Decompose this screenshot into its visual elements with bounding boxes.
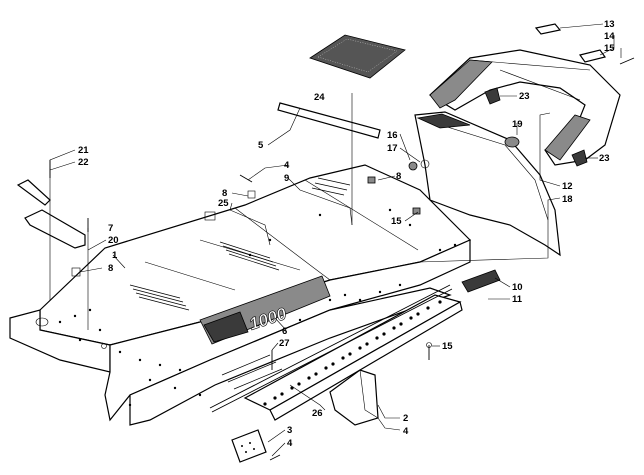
callout-16: 16 [387,130,398,141]
leader-lines [49,23,622,457]
callout-26: 26 [312,408,323,419]
callout-13: 13 [604,19,615,30]
rivet-dots [58,208,457,407]
callout-7: 7 [108,223,113,234]
callout-3: 3 [287,425,292,436]
callout-21: 21 [78,145,89,156]
rod [209,284,453,413]
rear-bumper [429,49,621,166]
callout-10: 10 [512,282,523,293]
tunnel-body [9,164,472,426]
callout-14: 14 [604,31,615,42]
reflector-13 [534,23,562,35]
callout-23: 23 [519,91,530,102]
tunnel-hatching [129,177,351,390]
callout-19: 19 [512,119,523,130]
callout-4: 4 [403,426,409,437]
model-decal: 1000 [199,275,331,345]
callout-25: 25 [218,198,229,209]
callout-15: 15 [391,216,402,227]
callout-5: 5 [258,140,264,151]
callout-8: 8 [108,263,113,274]
callout-labels: 13 14 15 24 23 5 19 16 17 23 21 22 4 9 8… [78,19,615,449]
latch-23b [571,149,588,167]
hardware [49,57,635,461]
seat-pad [309,34,406,79]
callout-6: 6 [282,326,287,337]
handle-10 [461,269,501,293]
plate-3 [231,429,267,463]
callout-17: 17 [387,143,398,154]
reflector-14 [578,49,607,63]
callout-15: 15 [442,341,453,352]
callout-27: 27 [279,338,290,349]
callout-24: 24 [314,92,325,103]
callout-22: 22 [78,157,89,168]
callout-9: 9 [284,173,289,184]
latch-23a [484,87,501,105]
clip-19 [504,136,520,148]
callout-4: 4 [284,160,290,171]
bracket-20 [24,209,86,249]
bracket-22 [16,179,51,206]
callout-1: 1 [112,250,118,261]
callout-12: 12 [562,181,573,192]
tunnel-hole-small [101,343,107,349]
reflector-strip [277,102,381,139]
snow-flap [414,111,561,257]
callout-18: 18 [562,194,573,205]
callout-8: 8 [396,171,401,182]
callout-15: 15 [604,43,615,54]
callout-11: 11 [512,294,523,305]
callout-2: 2 [403,413,408,424]
tunnel-hole [35,317,49,327]
callout-23: 23 [599,153,610,164]
callout-4: 4 [287,438,293,449]
callout-20: 20 [108,235,119,246]
callout-8: 8 [222,188,227,199]
running-board [243,294,463,421]
